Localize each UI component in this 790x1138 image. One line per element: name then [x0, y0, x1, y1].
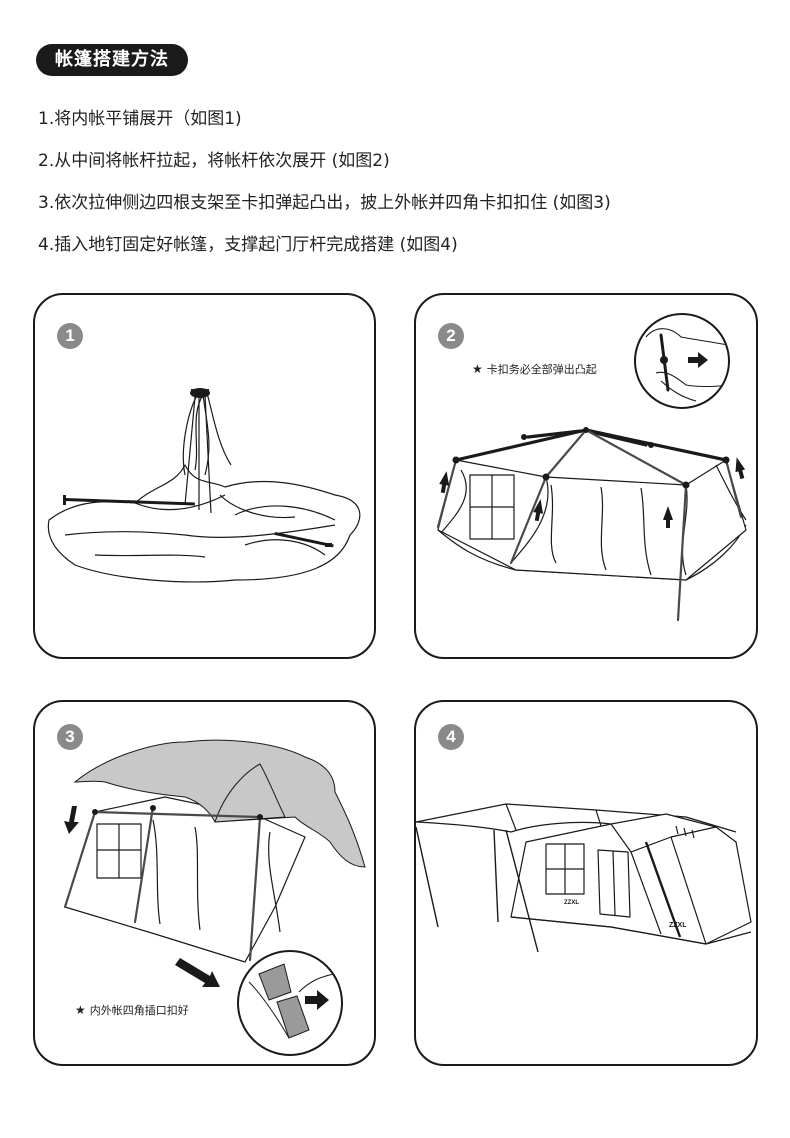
page-title: 帐篷搭建方法 [36, 44, 188, 76]
frame-unfold-illustration [436, 427, 747, 622]
figure-panel-2: 2 ★卡扣务必全部弹出凸起 [414, 293, 758, 659]
step-list: 1.将内帐平铺展开（如图1) 2.从中间将帐杆拉起，将帐杆依次展开 (如图2) … [38, 108, 758, 276]
inner-tent-flat-illustration [47, 388, 361, 583]
step-2: 2.从中间将帐杆拉起，将帐杆依次展开 (如图2) [38, 151, 390, 171]
figure-number-badge: 3 [57, 724, 83, 750]
finished-tent-illustration: ZZXL ZZXL [416, 803, 752, 953]
buckle-detail-inset [634, 313, 730, 409]
star-icon: ★ [75, 1003, 86, 1017]
figure-panel-4: 4 ZZXL ZZXL [414, 700, 758, 1066]
step-4: 4.插入地钉固定好帐篷，支撑起门厅杆完成搭建 (如图4) [38, 235, 458, 255]
brand-mark: ZZXL [564, 900, 579, 906]
brand-mark: ZZXL [669, 922, 687, 929]
arrow-right-icon [688, 352, 708, 368]
arrow-down-icon [64, 806, 79, 834]
step-3: 3.依次拉伸侧边四根支架至卡扣弹起凸出，披上外帐并四角卡扣扣住 (如图3) [38, 193, 611, 213]
figure-number-badge: 2 [438, 323, 464, 349]
arrow-up-icon [439, 457, 746, 528]
arrow-right-icon [305, 990, 329, 1010]
corner-buckle-inset [237, 950, 343, 1056]
figure-panel-3: 3 ★内外帐四角插口扣好 [33, 700, 376, 1066]
star-icon: ★ [472, 362, 483, 376]
figure-note: ★内外帐四角插口扣好 [75, 1003, 189, 1017]
figure-panel-1: 1 [33, 293, 376, 659]
step-1: 1.将内帐平铺展开（如图1) [38, 109, 242, 129]
hand-pull-illustration [645, 328, 728, 402]
corner-buckle-illustration [248, 963, 335, 1039]
figure-number-badge: 4 [438, 724, 464, 750]
outer-fly-illustration [63, 739, 366, 987]
arrow-down-icon [175, 958, 220, 987]
figure-number-badge: 1 [57, 323, 83, 349]
figure-note: ★卡扣务必全部弹出凸起 [472, 362, 597, 376]
